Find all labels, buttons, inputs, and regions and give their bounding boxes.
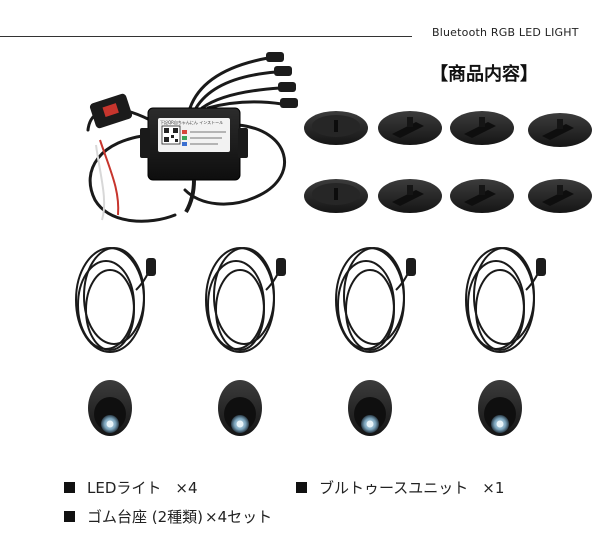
rubber-mount — [528, 113, 592, 147]
bluetooth-controller: 下記QR自ちゃんにん インストール — [86, 52, 298, 223]
product-photo: 下記QR自ちゃんにん インストール — [75, 52, 592, 436]
legend-item-bluetooth-unit: ブルトゥースユニット ×1 — [296, 477, 504, 498]
led-light — [75, 247, 156, 436]
led-light — [335, 247, 416, 436]
legend-item-rubber-mount: ゴム台座 (2種類) ×4セット — [64, 506, 272, 527]
rubber-mounts — [304, 111, 592, 213]
rubber-mount — [450, 111, 514, 145]
rubber-mount — [378, 111, 442, 145]
legend-item-led-light: LEDライト ×4 — [64, 477, 198, 498]
legend-item-name: ブルトゥースユニット — [319, 479, 469, 497]
contents-label: 【商品内容】 — [430, 64, 538, 85]
rubber-mount — [450, 179, 514, 213]
rubber-mount — [304, 111, 368, 145]
led-lights — [75, 247, 546, 436]
controller-label-text: 下記QR自ちゃんにん インストール — [160, 119, 223, 125]
legend-item-qty: ×4 — [175, 478, 198, 497]
legend-item-name: ゴム台座 (2種類) — [87, 508, 204, 526]
rubber-mount — [378, 179, 442, 213]
legend-item-qty: ×4セット — [205, 508, 273, 526]
header-title: Bluetooth RGB LED LIGHT — [432, 26, 579, 39]
led-light — [465, 247, 546, 436]
rubber-mount — [304, 179, 368, 213]
square-bullet-icon — [64, 482, 75, 493]
header-rule — [0, 36, 412, 37]
square-bullet-icon — [296, 482, 307, 493]
legend-item-name: LEDライト — [87, 479, 162, 497]
rubber-mount — [528, 179, 592, 213]
legend-item-qty: ×1 — [482, 478, 505, 497]
led-light — [205, 247, 286, 436]
square-bullet-icon — [64, 511, 75, 522]
